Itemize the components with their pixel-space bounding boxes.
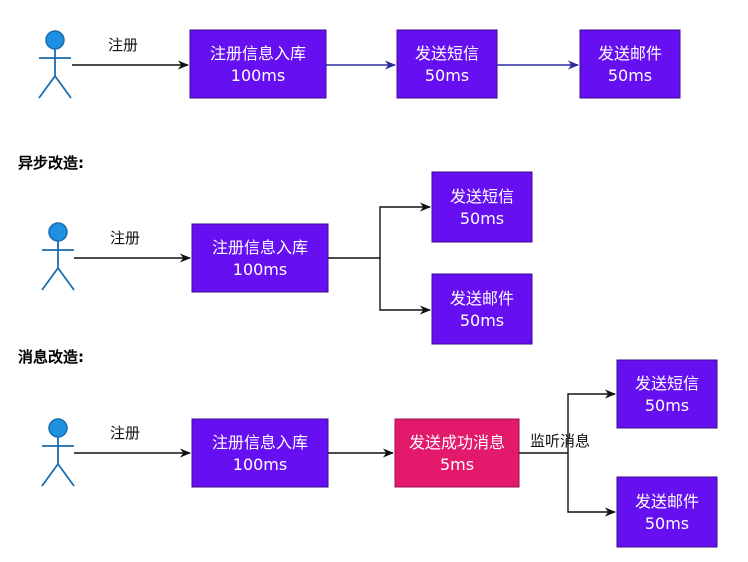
message-to-sms-arrow xyxy=(567,389,617,453)
sms-box: 发送短信 50ms xyxy=(616,359,718,429)
person-stick-figure-icon xyxy=(41,222,75,291)
sms-box-title: 发送短信 xyxy=(635,374,699,393)
db-insert-box-title: 注册信息入库 xyxy=(210,44,306,63)
sms-box: 发送短信 50ms xyxy=(431,171,533,243)
message-box-time: 5ms xyxy=(440,455,474,474)
mail-box-time: 50ms xyxy=(608,66,652,85)
send-success-message-box: 发送成功消息 5ms xyxy=(394,418,520,488)
db-to-sms-arrow xyxy=(328,202,432,259)
register-label: 注册 xyxy=(110,424,140,442)
register-label: 注册 xyxy=(110,229,140,247)
mail-box-title: 发送邮件 xyxy=(598,44,662,63)
async-flow: 注册 注册信息入库 100ms 发送短信 50ms 发送邮件 50ms xyxy=(41,171,533,345)
db-insert-box: 注册信息入库 100ms xyxy=(191,418,329,488)
sms-box-time: 50ms xyxy=(425,66,469,85)
mq-section-title: 消息改造: xyxy=(18,348,84,366)
db-to-mail-arrow xyxy=(379,258,432,315)
sms-box: 发送短信 50ms xyxy=(396,29,498,99)
db-insert-box-title: 注册信息入库 xyxy=(212,433,308,452)
mq-flow: 注册 注册信息入库 100ms 发送成功消息 5ms 监听消息 发送短信 50m… xyxy=(41,359,718,548)
db-insert-box: 注册信息入库 100ms xyxy=(191,223,329,293)
message-to-mail-arrow xyxy=(567,453,617,517)
db-insert-box-time: 100ms xyxy=(231,66,285,85)
sms-box-title: 发送短信 xyxy=(415,44,479,63)
mail-box-title: 发送邮件 xyxy=(450,289,514,308)
mail-box: 发送邮件 50ms xyxy=(431,273,533,345)
register-label: 注册 xyxy=(108,36,138,54)
sms-box-title: 发送短信 xyxy=(450,187,514,206)
person-stick-figure-icon xyxy=(41,418,75,487)
mail-box-time: 50ms xyxy=(645,514,689,533)
sms-box-time: 50ms xyxy=(460,209,504,228)
db-insert-box-time: 100ms xyxy=(233,260,287,279)
sync-flow: 注册 注册信息入库 100ms 发送短信 50ms 发送邮件 50ms xyxy=(38,29,681,99)
db-insert-box-time: 100ms xyxy=(233,455,287,474)
mail-box-time: 50ms xyxy=(460,311,504,330)
person-stick-figure-icon xyxy=(38,30,72,99)
mail-box: 发送邮件 50ms xyxy=(616,476,718,548)
message-box-title: 发送成功消息 xyxy=(409,433,505,452)
mail-box-title: 发送邮件 xyxy=(635,492,699,511)
listen-message-label: 监听消息 xyxy=(530,432,590,450)
db-insert-box: 注册信息入库 100ms xyxy=(189,29,327,99)
mail-box: 发送邮件 50ms xyxy=(579,29,681,99)
async-section-title: 异步改造: xyxy=(18,154,84,172)
db-insert-box-title: 注册信息入库 xyxy=(212,238,308,257)
sms-box-time: 50ms xyxy=(645,396,689,415)
